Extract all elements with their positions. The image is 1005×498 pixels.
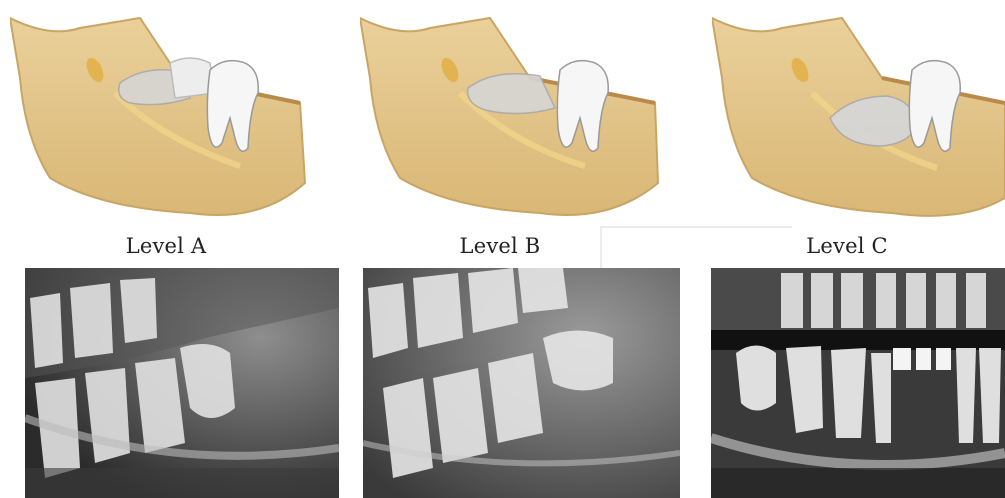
level-b-label: Level B: [400, 234, 600, 258]
illustration-level-c: [712, 8, 1005, 226]
level-a-label: Level A: [66, 234, 266, 258]
impacted-molar-level-b-icon: [360, 8, 660, 226]
impacted-molar-level-c-icon: [712, 8, 1005, 226]
impacted-molar-level-a-icon: [10, 8, 310, 226]
panoramic-xray-level-a: [25, 268, 339, 498]
illustration-level-b: [360, 8, 660, 226]
level-c-label: Level C: [747, 234, 947, 258]
illustration-level-a: [10, 8, 310, 226]
panoramic-xray-level-c: [711, 268, 1005, 498]
panoramic-xray-level-b: [363, 268, 680, 498]
